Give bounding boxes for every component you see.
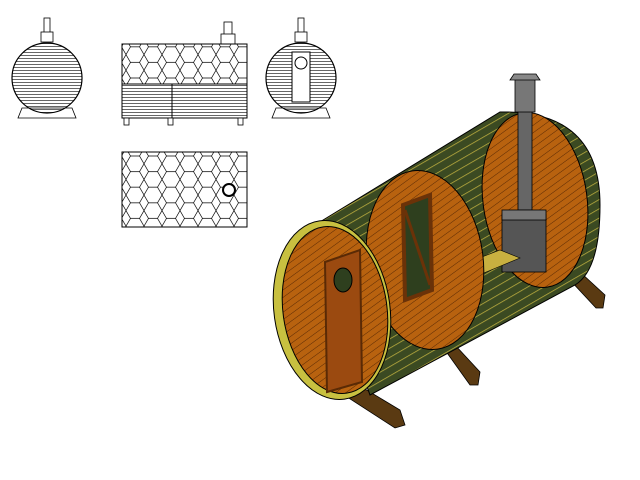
door-window-icon — [294, 56, 308, 70]
front-view — [11, 17, 83, 119]
front-door[interactable] — [323, 248, 364, 394]
isometric-view — [272, 73, 606, 429]
barrel-front-outline — [11, 42, 83, 114]
back-view — [265, 17, 337, 119]
chimney-hole-icon — [222, 183, 236, 197]
stove-icon — [501, 213, 547, 273]
door-window-icon — [333, 267, 353, 293]
top-view — [121, 151, 248, 228]
side-view — [121, 21, 248, 126]
